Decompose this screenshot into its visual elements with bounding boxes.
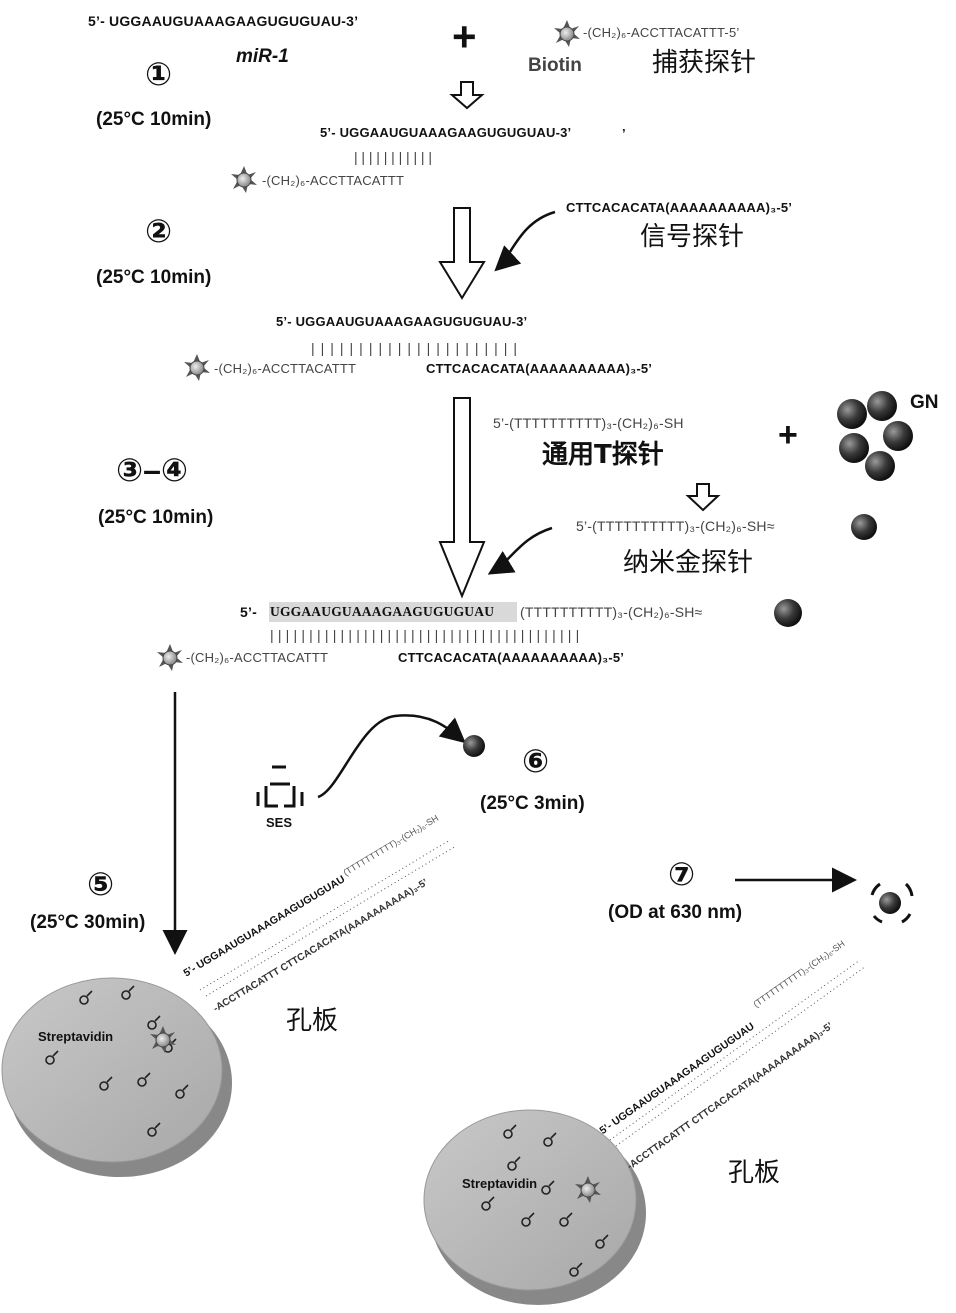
t-probe-sequence: 5’-(TTTTTTTTTT)₃-(CH₂)₆-SH — [493, 415, 684, 431]
gn-label: GN — [910, 392, 939, 413]
plus-sign: + — [778, 416, 798, 454]
hybrid1-top: 5’- UGGAAUGUAAAGAAGUGUGUAU-3’ — [320, 125, 572, 140]
full-bottom-a: -(CH₂)₆-ACCTTACATTT — [186, 650, 329, 665]
streptavidin-label-1: Streptavidin — [38, 1029, 114, 1044]
biotin-star-icon — [183, 353, 211, 382]
biotin-star-icon — [230, 165, 258, 194]
curved-arrow-icon — [487, 526, 553, 575]
hybrid2-bars: |||||||||||||||||||||| — [311, 340, 524, 356]
mirna-name: miR-1 — [236, 46, 289, 67]
signal-probe-sequence: CTTCACACATA(AAAAAAAAAA)₃-5’ — [566, 200, 793, 215]
biotin-star-icon — [156, 643, 184, 672]
step6-condition: (25°C 3min) — [480, 793, 585, 814]
step1-condition: (25°C 10min) — [96, 109, 212, 130]
capture-probe-label: 捕获探针 — [652, 48, 757, 78]
hybrid2-bottom-b: CTTCACACATA(AAAAAAAAAA)₃-5’ — [426, 361, 653, 376]
tilted-duplex-2 — [609, 959, 867, 1147]
full-bottom-b: CTTCACACATA(AAAAAAAAAA)₃-5’ — [398, 650, 625, 665]
ses-icon — [256, 765, 304, 808]
signal-probe-label: 信号探针 — [640, 222, 745, 252]
step34-number: ③–④ — [116, 452, 188, 488]
step34-condition: (25°C 10min) — [98, 507, 214, 528]
step5-condition: (25°C 30min) — [30, 912, 146, 933]
gold-nanoparticle-cluster — [837, 391, 913, 481]
capture-probe-sequence: -(CH₂)₆-ACCTTACATTT-5’ — [583, 25, 740, 40]
nano-probe-label: 纳米金探针 — [623, 548, 754, 578]
full-top-tail: (TTTTTTTTTT)₃-(CH₂)₆-SH≈ — [520, 604, 703, 620]
curved-arrow-icon — [317, 714, 466, 799]
full-top-prefix: 5’- — [240, 604, 257, 620]
ses-label: SES — [266, 815, 293, 830]
step6-number: ⑥ — [522, 743, 550, 779]
streptavidin-markers-2 — [481, 1124, 609, 1277]
curved-arrow-icon — [494, 210, 556, 272]
down-arrow-icon — [438, 397, 486, 599]
hybrid2-bottom-a: -(CH₂)₆-ACCTTACATTT — [214, 361, 357, 376]
well-plate-1 — [1, 977, 232, 1177]
plate-label-1: 孔板 — [286, 1006, 339, 1036]
step2-number: ② — [145, 213, 173, 249]
full-bars: |||||||||||||||||||||||||||||||||||||||| — [270, 627, 584, 643]
step7-condition: (OD at 630 nm) — [608, 902, 743, 923]
streptavidin-label-2: Streptavidin — [462, 1176, 538, 1191]
step5-number: ⑤ — [87, 866, 115, 902]
down-arrow-icon — [685, 483, 721, 512]
hybrid1-bottom: -(CH₂)₆-ACCTTACATTT — [262, 173, 405, 188]
step7-number: ⑦ — [668, 856, 696, 892]
well-plate-2 — [423, 1109, 646, 1305]
down-arrow-icon — [449, 81, 485, 110]
rna-highlight — [269, 602, 517, 622]
gold-nanoparticle — [879, 892, 901, 914]
hybrid2-top: 5’- UGGAAUGUAAAGAAGUGUGUAU-3’ — [276, 314, 528, 329]
gold-nanoparticle — [774, 599, 802, 627]
down-arrow-icon — [438, 207, 486, 300]
t-probe-label: 通用T探针 — [542, 440, 664, 470]
step1-number: ① — [145, 56, 173, 92]
hybrid1-mark: ’ — [622, 126, 626, 141]
step2-condition: (25°C 10min) — [96, 267, 212, 288]
biotin-label: Biotin — [528, 55, 582, 76]
biotin-star-icon — [553, 19, 581, 48]
gold-nanoparticle — [463, 735, 485, 757]
hybrid1-bars: ||||||||||| — [354, 149, 436, 165]
plate-label-2: 孔板 — [728, 1158, 781, 1188]
full-top-rna: UGGAAUGUAAAGAAGUGUGUAU — [270, 604, 495, 619]
plus-sign: + — [452, 13, 477, 60]
gold-nanoparticle — [851, 514, 877, 540]
tilted-duplex-1 — [199, 839, 457, 997]
nano-probe-sequence: 5’-(TTTTTTTTTT)₃-(CH₂)₆-SH≈ — [576, 518, 775, 534]
mirna-sequence: 5’- UGGAAUGUAAAGAAGUGUGUAU-3’ — [88, 13, 359, 29]
signal-emission-icon — [870, 882, 914, 924]
